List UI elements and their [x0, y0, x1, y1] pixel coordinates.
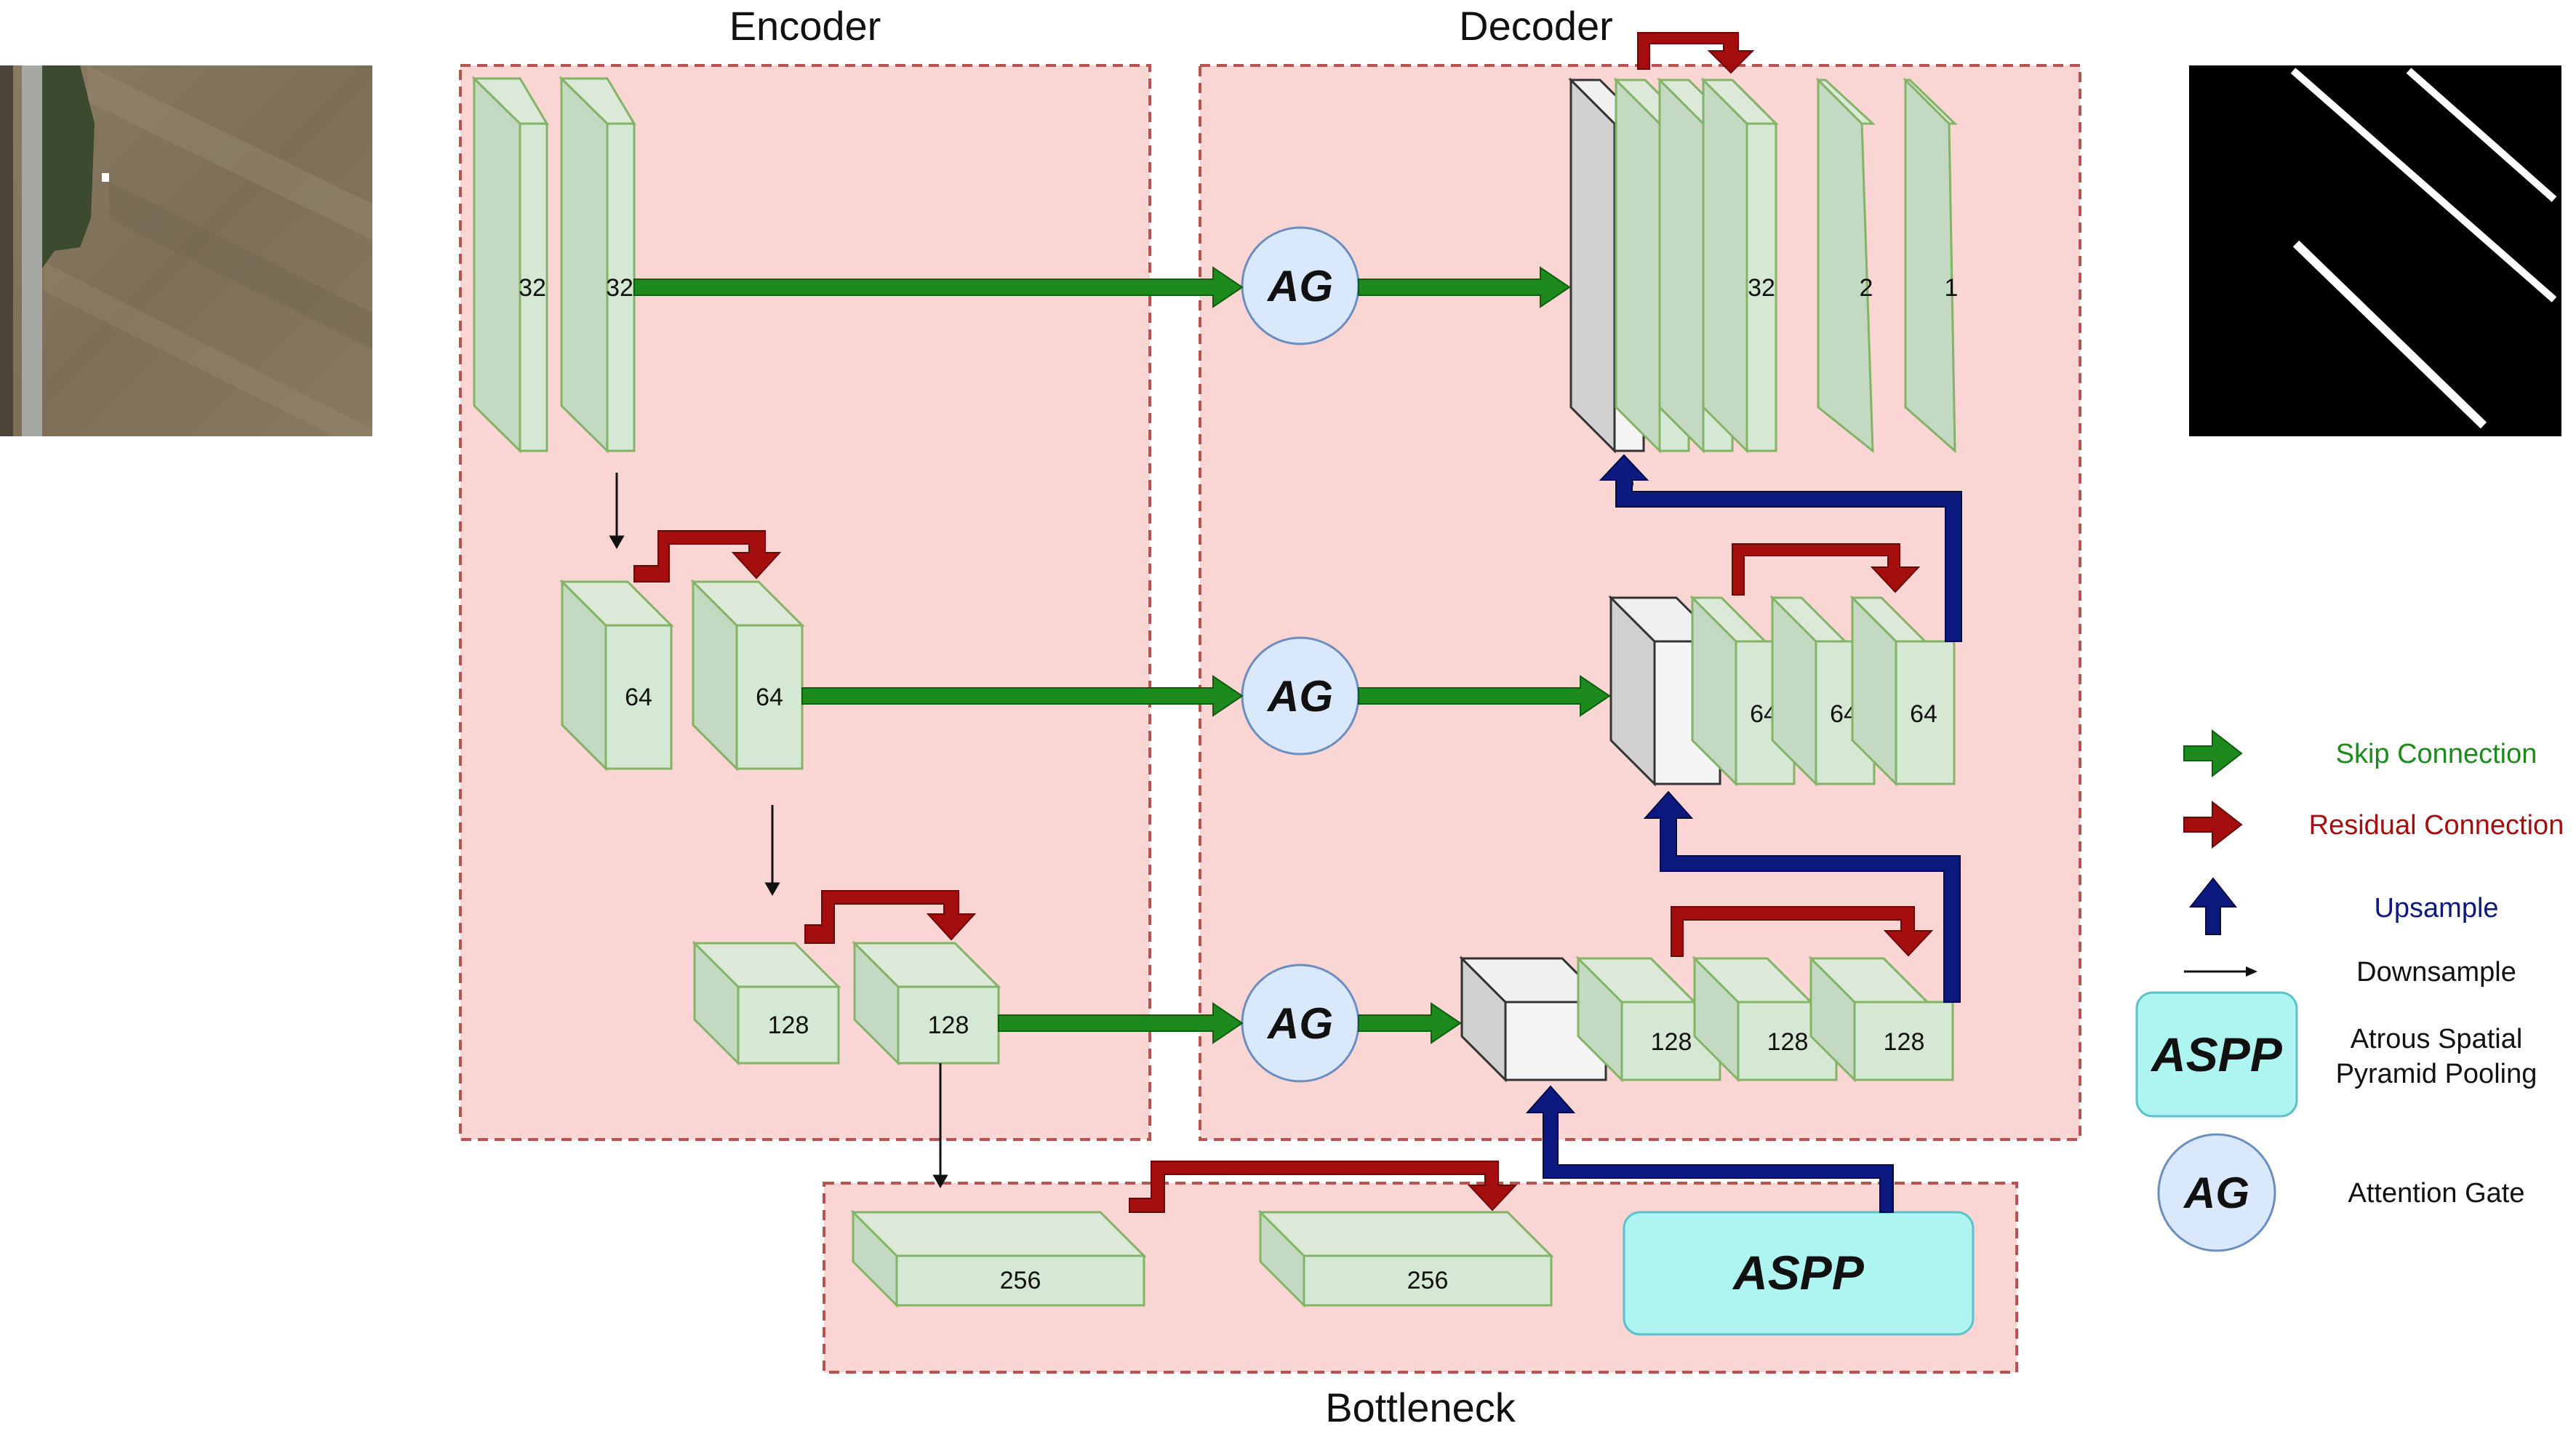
skip-connection-arrows: [633, 266, 1611, 1044]
output-block-1: [1903, 77, 1958, 454]
residual-connection-arrows: [633, 32, 1934, 1213]
legend-skip-arrow-icon: [2183, 729, 2243, 778]
encoder-block-64-b: [690, 579, 805, 772]
decoder-block-128-b: [1692, 956, 1838, 1083]
decoder-block-64-c-label: 64: [1910, 700, 1937, 728]
attention-gate-3-label: AG: [1266, 999, 1333, 1048]
bottleneck-title: Bottleneck: [1325, 1385, 1516, 1430]
attention-gate-1-label: AG: [1266, 262, 1333, 311]
encoder-block-64-a-label: 64: [625, 684, 652, 711]
legend-ag-label: Attention Gate: [2348, 1178, 2525, 1209]
bottleneck-block-256-a: [850, 1209, 1147, 1308]
encoder-block-128-a: [692, 940, 841, 1066]
decoder-block-128-a-label: 128: [1651, 1028, 1692, 1056]
legend-upsample-label: Upsample: [2374, 893, 2498, 924]
output-block-1-label: 1: [1945, 274, 1959, 302]
decoder-title: Decoder: [1459, 3, 1613, 49]
encoder-block-128-a-label: 128: [768, 1012, 809, 1039]
encoder-block-32-a: [471, 76, 549, 454]
encoder-block-32-b: [559, 76, 636, 454]
bottleneck-block-256-b: [1257, 1209, 1554, 1308]
upsample-arrows: [1525, 454, 1962, 1213]
legend-aspp-line1: Atrous Spatial: [2351, 1024, 2523, 1054]
encoder-block-64-b-label: 64: [756, 684, 783, 711]
decoder-block-64-c: [1849, 595, 1956, 787]
legend-ag-symbol-label: AG: [2183, 1169, 2249, 1217]
decoder-block-32-c-label: 32: [1748, 274, 1775, 302]
legend-aspp-symbol: [2135, 991, 2298, 1118]
decoder-block-32-c: [1700, 77, 1779, 454]
output-segmentation-mask: [2189, 65, 2561, 436]
legend-upsample-arrow-icon: [2188, 877, 2238, 935]
downsample-arrows: [609, 473, 948, 1189]
legend-aspp-line2: Pyramid Pooling: [2336, 1059, 2537, 1089]
legend-downsample-label: Downsample: [2356, 957, 2516, 988]
decoder-block-128-b-label: 128: [1767, 1028, 1809, 1056]
encoder-block-128-b-label: 128: [928, 1012, 969, 1039]
output-block-2-label: 2: [1860, 274, 1873, 302]
bottleneck-block-256-b-label: 256: [1407, 1267, 1449, 1294]
aspp-module-label: ASPP: [1732, 1246, 1865, 1299]
encoder-block-64-a: [559, 579, 674, 772]
output-block-2: [1815, 77, 1876, 454]
legend: Skip Connection Residual Connection Upsa…: [2135, 729, 2564, 1252]
legend-downsample-arrowhead-icon: [2246, 966, 2257, 977]
encoder-block-32-b-label: 32: [606, 274, 633, 302]
legend-skip-label: Skip Connection: [2336, 739, 2537, 769]
legend-ag-symbol: [2157, 1133, 2276, 1252]
bottleneck-block-256-a-label: 256: [1000, 1267, 1041, 1294]
decoder-block-128-c-label: 128: [1884, 1028, 1925, 1056]
encoder-block-32-a-label: 32: [519, 274, 546, 302]
decoder-block-128-c: [1808, 956, 1954, 1083]
attention-gate-2-label: AG: [1266, 672, 1333, 721]
legend-aspp-symbol-label: ASPP: [2150, 1028, 2283, 1081]
encoder-title: Encoder: [729, 3, 881, 49]
aspp-module: [1623, 1211, 1975, 1336]
legend-residual-label: Residual Connection: [2309, 810, 2564, 841]
input-satellite-image: [0, 65, 372, 436]
legend-residual-arrow-icon: [2183, 800, 2243, 849]
encoder-block-128-b: [852, 940, 1001, 1066]
